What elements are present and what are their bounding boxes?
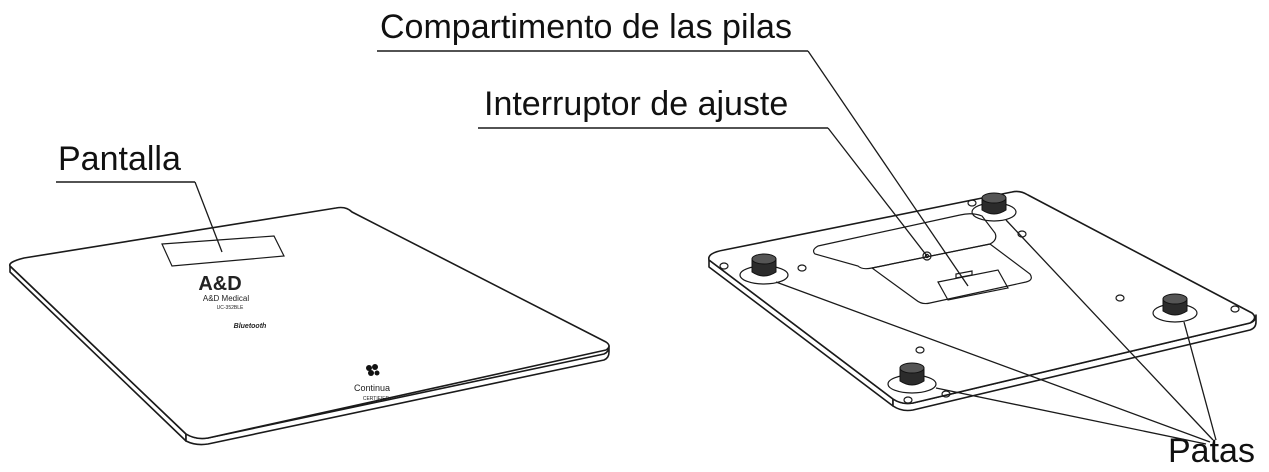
- scale-top-surface: [8, 206, 610, 440]
- display-window: [161, 235, 285, 267]
- continua-logo: [366, 364, 380, 376]
- model-text: UC-352BLE: [217, 305, 244, 311]
- foot-left: [739, 253, 789, 285]
- leader-display: [194, 181, 223, 253]
- bluetooth-logo: Bluetooth: [234, 323, 267, 330]
- continua-subtext: CERTIFIED: [363, 396, 390, 402]
- scale-bottom-view: [708, 190, 1257, 412]
- label-battery: Compartimento de las pilas: [380, 8, 792, 46]
- screw-hole: [967, 199, 977, 207]
- leader-battery: [807, 50, 969, 287]
- label-switch: Interruptor de ajuste: [484, 85, 788, 123]
- battery-latch: [937, 269, 1009, 301]
- brand-subtext: A&D Medical: [203, 294, 249, 303]
- leader-foot-back-right: [1005, 219, 1214, 441]
- battery-compartment: [870, 243, 1032, 305]
- screw-hole: [1230, 305, 1240, 313]
- adjust-switch: [922, 251, 932, 261]
- leader-switch: [827, 127, 928, 257]
- leader-foot-right: [1183, 321, 1217, 441]
- screw-hole: [1115, 294, 1125, 302]
- foot-back-right: [971, 192, 1017, 222]
- label-display: Pantalla: [58, 140, 181, 178]
- leader-foot-front: [935, 387, 1207, 445]
- scale-bottom-surface: [708, 190, 1256, 405]
- brand-logo: A&D: [198, 273, 241, 295]
- screw-hole: [903, 396, 913, 404]
- screw-hole: [719, 262, 729, 270]
- screw-hole: [797, 264, 807, 272]
- foot-front: [887, 362, 937, 394]
- screw-hole: [941, 390, 951, 398]
- scale-top-view: A&D A&D Medical UC-352BLE Bluetooth Cont…: [8, 206, 610, 446]
- continua-text: Continua: [354, 383, 390, 393]
- leader-foot-left: [775, 281, 1211, 443]
- screw-hole: [915, 346, 925, 354]
- foot-right: [1152, 293, 1198, 323]
